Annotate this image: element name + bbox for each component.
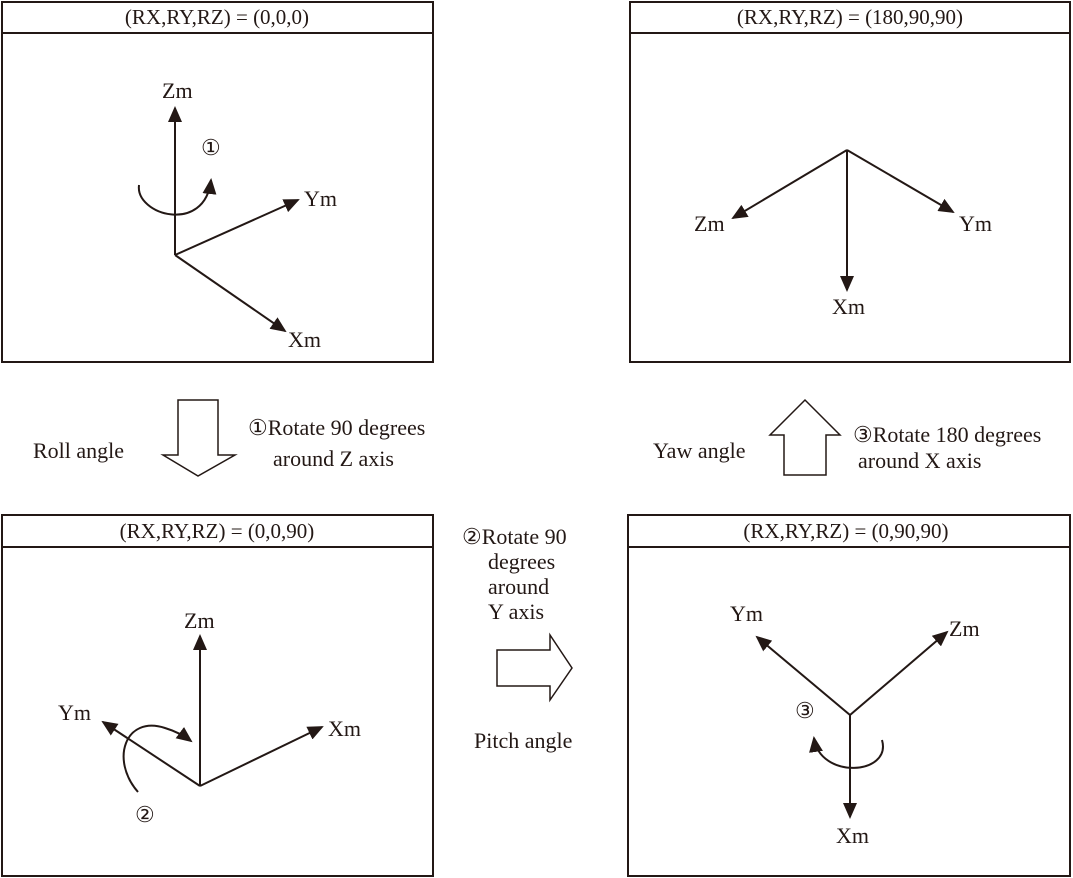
rotation-arrow-icon	[137, 178, 217, 216]
pitch-step-line3: around	[488, 574, 549, 599]
panel-initial: (RX,RY,RZ) = (0,0,0) Zm Ym Xm ①	[1, 1, 434, 363]
xm-label: Xm	[288, 327, 321, 352]
panel-after-pitch: (RX,RY,RZ) = (0,90,90) Ym Zm Xm ③	[627, 514, 1071, 877]
right-arrow-icon	[496, 632, 573, 703]
pitch-step: ②Rotate 90 degrees around Y axis Pitch a…	[462, 524, 573, 753]
roll-angle-label: Roll angle	[33, 438, 124, 463]
yaw-step: Yaw angle ③Rotate 180 degrees around X a…	[653, 398, 1041, 476]
ym-axis	[101, 720, 201, 787]
step-marker: ①	[201, 135, 221, 160]
ym-label: Ym	[304, 186, 337, 211]
step-marker: ②	[135, 802, 155, 827]
ym-label: Ym	[730, 601, 763, 626]
yaw-step-line1: ③Rotate 180 degrees	[853, 422, 1041, 447]
roll-step-line2: around Z axis	[273, 446, 394, 471]
roll-step-line1: ①Rotate 90 degrees	[248, 415, 425, 440]
ym-axis	[846, 149, 955, 214]
up-arrow-icon	[768, 398, 842, 476]
panel-after-roll: (RX,RY,RZ) = (0,0,90) Zm Ym Xm ②	[1, 514, 434, 877]
xm-label: Xm	[328, 716, 361, 741]
zm-axis	[731, 149, 848, 220]
zm-label: Zm	[162, 78, 193, 103]
zm-label: Zm	[694, 211, 725, 236]
xm-axis	[174, 254, 287, 333]
panel-title: (RX,RY,RZ) = (0,90,90)	[743, 519, 948, 543]
panel-title: (RX,RY,RZ) = (180,90,90)	[737, 5, 963, 29]
panel-title: (RX,RY,RZ) = (0,0,90)	[120, 519, 315, 543]
zm-label: Zm	[184, 608, 215, 633]
roll-step: Roll angle ①Rotate 90 degrees around Z a…	[33, 399, 425, 477]
panel-final: (RX,RY,RZ) = (180,90,90) Zm Ym Xm	[629, 1, 1071, 363]
xm-axis	[199, 726, 324, 787]
yaw-step-line2: around X axis	[858, 448, 981, 473]
pitch-angle-label: Pitch angle	[474, 728, 572, 753]
ym-axis	[174, 199, 300, 256]
pitch-step-line4: Y axis	[488, 599, 544, 624]
pitch-step-line1: ②Rotate 90	[462, 524, 567, 549]
yaw-angle-label: Yaw angle	[653, 438, 745, 463]
zm-label: Zm	[949, 616, 980, 641]
down-arrow-icon	[160, 399, 238, 477]
xm-label: Xm	[836, 823, 869, 848]
xm-label: Xm	[832, 294, 865, 319]
ym-axis	[755, 635, 851, 716]
rotation-arrow-icon	[809, 736, 884, 769]
panel-title: (RX,RY,RZ) = (0,0,0)	[125, 5, 309, 29]
ym-label: Ym	[58, 700, 91, 725]
step-marker: ③	[795, 698, 815, 723]
ym-label: Ym	[959, 211, 992, 236]
zm-axis	[849, 630, 949, 716]
rotation-arrow-icon	[122, 724, 193, 793]
pitch-step-line2: degrees	[488, 549, 555, 574]
